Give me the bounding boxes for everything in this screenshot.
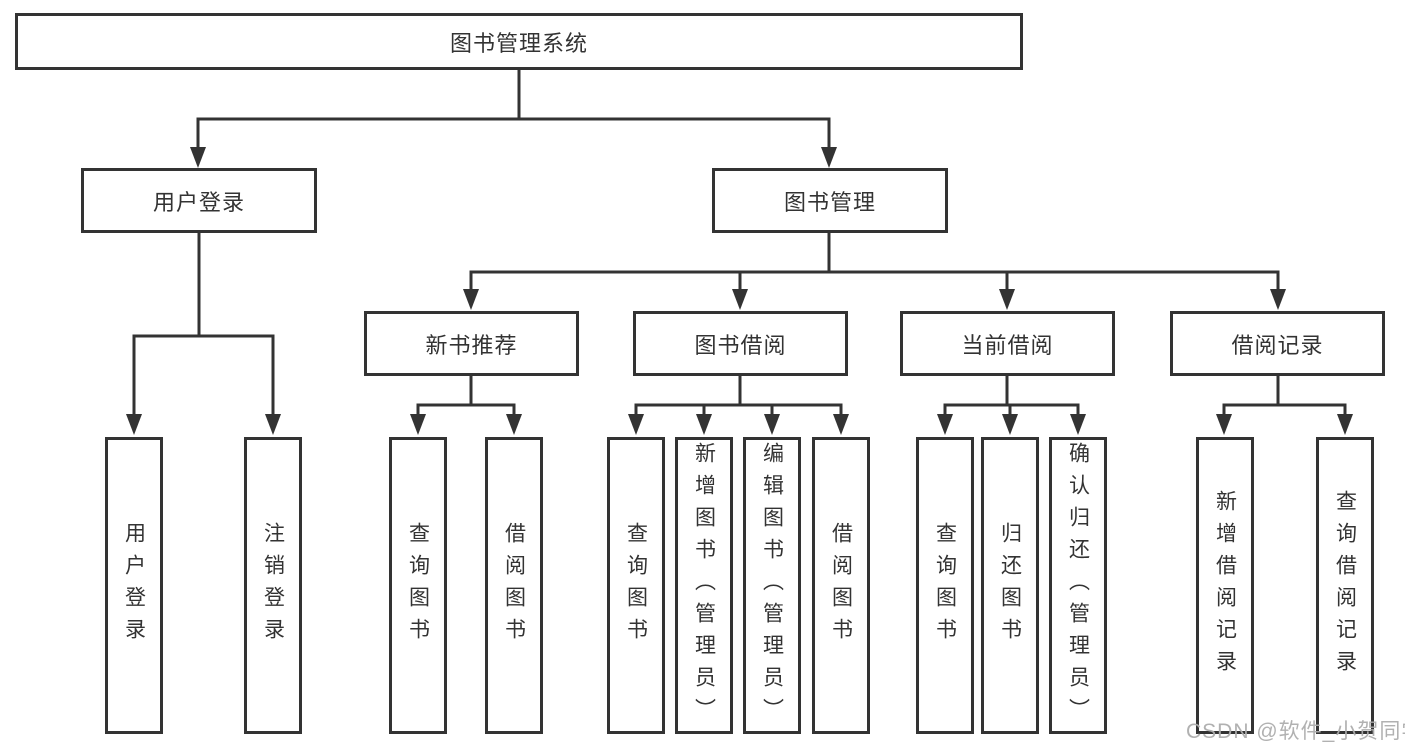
node-new-book-recommend: 新书推荐: [364, 311, 579, 376]
arrow-down-icon: [764, 414, 780, 435]
node-label: 注销登录: [261, 521, 285, 650]
node-label: 新书推荐: [425, 332, 518, 358]
leaf-borrow-books: 借阅图书: [812, 437, 870, 734]
arrow-down-icon: [1002, 414, 1018, 435]
leaf-user-login: 用户登录: [105, 437, 163, 734]
arrow-down-icon: [126, 414, 142, 435]
node-book-management: 图书管理: [712, 168, 948, 233]
arrow-down-icon: [1270, 289, 1286, 310]
leaf-query-borrow-record: 查询借阅记录: [1316, 437, 1374, 734]
arrow-down-icon: [628, 414, 644, 435]
node-label: 当前借阅: [961, 332, 1054, 358]
node-label: 借阅图书: [829, 521, 853, 650]
arrow-down-icon: [1216, 414, 1232, 435]
arrow-down-icon: [937, 414, 953, 435]
node-label: 用户登录: [152, 189, 245, 215]
arrow-down-icon: [265, 414, 281, 435]
node-label: 查询借阅记录: [1333, 489, 1357, 682]
arrow-down-icon: [999, 289, 1015, 310]
node-label: 用户登录: [122, 521, 146, 650]
arrow-down-icon: [1070, 414, 1086, 435]
arrow-down-icon: [833, 414, 849, 435]
node-label: 图书管理: [783, 189, 876, 215]
leaf-edit-books-admin: 编辑图书（管理员）: [743, 437, 801, 734]
leaf-query-books: 查询图书: [389, 437, 447, 734]
node-label: 查询图书: [406, 521, 430, 650]
leaf-query-books: 查询图书: [916, 437, 974, 734]
node-label: 借阅图书: [502, 521, 526, 650]
node-label: 确认归还（管理员）: [1066, 441, 1090, 730]
node-borrow-records: 借阅记录: [1170, 311, 1385, 376]
edge-group-new-book: [410, 374, 522, 435]
arrow-down-icon: [506, 414, 522, 435]
node-label: 图书借阅: [694, 332, 787, 358]
leaf-borrow-books: 借阅图书: [485, 437, 543, 734]
edge-group-current-borrow: [937, 374, 1086, 435]
edge-group-borrow-records: [1216, 374, 1353, 435]
node-current-borrow: 当前借阅: [900, 311, 1115, 376]
leaf-logout: 注销登录: [244, 437, 302, 734]
arrow-down-icon: [463, 289, 479, 310]
node-label: 借阅记录: [1231, 332, 1324, 358]
leaf-query-books: 查询图书: [607, 437, 665, 734]
arrow-down-icon: [696, 414, 712, 435]
node-label: 新增图书（管理员）: [692, 441, 716, 730]
edge-group-root: [190, 67, 837, 168]
arrow-down-icon: [410, 414, 426, 435]
node-user-login: 用户登录: [81, 168, 317, 233]
node-label: 查询图书: [624, 521, 648, 650]
csdn-watermark: CSDN @软件_小贺同学: [1186, 720, 1405, 743]
arrow-down-icon: [821, 147, 837, 168]
node-label: 归还图书: [998, 521, 1022, 650]
node-label: 查询图书: [933, 521, 957, 650]
node-label: 编辑图书（管理员）: [760, 441, 784, 730]
leaf-add-books-admin: 新增图书（管理员）: [675, 437, 733, 734]
arrow-down-icon: [1337, 414, 1353, 435]
edge-group-user-login: [126, 231, 281, 435]
node-book-borrow: 图书借阅: [633, 311, 848, 376]
leaf-confirm-return-admin: 确认归还（管理员）: [1049, 437, 1107, 734]
arrow-down-icon: [190, 147, 206, 168]
arrow-down-icon: [732, 289, 748, 310]
node-library-system: 图书管理系统: [15, 13, 1023, 70]
edge-group-book-mgmt: [463, 231, 1286, 310]
leaf-add-borrow-record: 新增借阅记录: [1196, 437, 1254, 734]
node-label: 新增借阅记录: [1213, 489, 1237, 682]
leaf-return-books: 归还图书: [981, 437, 1039, 734]
edge-group-book-borrow: [628, 374, 849, 435]
node-label: 图书管理系统: [449, 30, 588, 56]
